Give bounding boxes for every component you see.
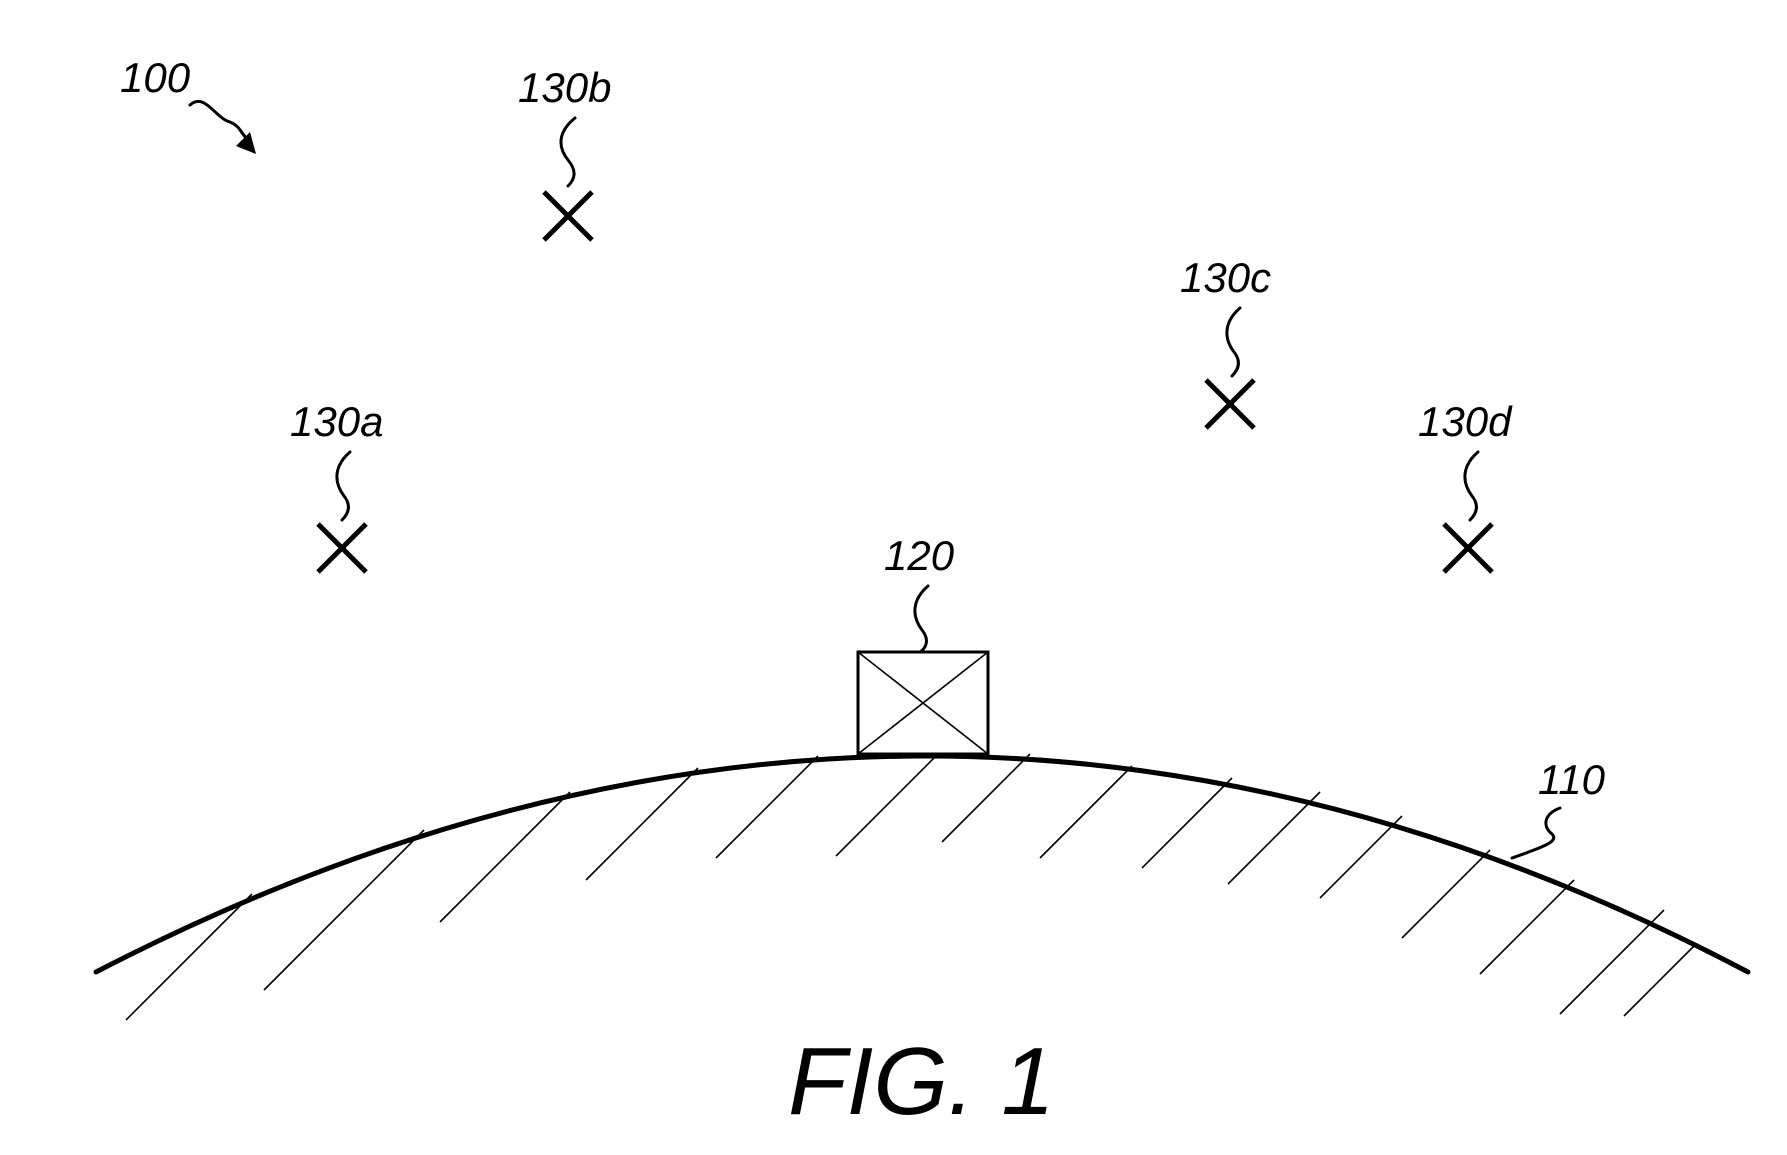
surface-label: 110 — [1538, 756, 1606, 803]
point-b-x-icon — [544, 192, 592, 240]
point-130b: 130b — [518, 64, 611, 240]
device-label: 120 — [884, 532, 955, 579]
system-arrow-curve — [190, 101, 248, 140]
system-arrowhead-icon — [236, 132, 256, 154]
device-120: 120 — [858, 532, 988, 754]
ground-hatching — [126, 752, 1694, 1020]
surface-reference: 110 — [1512, 756, 1606, 858]
point-c-leader — [1227, 308, 1240, 376]
ground-surface-curve — [96, 756, 1748, 972]
point-a-label: 130a — [290, 398, 383, 445]
point-130a: 130a — [290, 398, 383, 572]
system-label: 100 — [120, 54, 191, 101]
device-leader — [915, 586, 928, 652]
system-reference: 100 — [120, 54, 256, 154]
point-b-label: 130b — [518, 64, 611, 111]
point-d-x-icon — [1444, 524, 1492, 572]
point-a-x-icon — [318, 524, 366, 572]
point-a-leader — [337, 452, 350, 520]
point-b-leader — [561, 118, 575, 186]
point-d-leader — [1465, 452, 1478, 520]
figure-caption: FIG. 1 — [788, 1028, 1055, 1135]
point-130d: 130d — [1418, 398, 1513, 572]
point-c-x-icon — [1206, 380, 1254, 428]
surface-leader — [1512, 808, 1560, 858]
point-d-label: 130d — [1418, 398, 1513, 445]
device-box-icon — [858, 652, 988, 754]
point-130c: 130c — [1180, 254, 1271, 428]
point-c-label: 130c — [1180, 254, 1271, 301]
